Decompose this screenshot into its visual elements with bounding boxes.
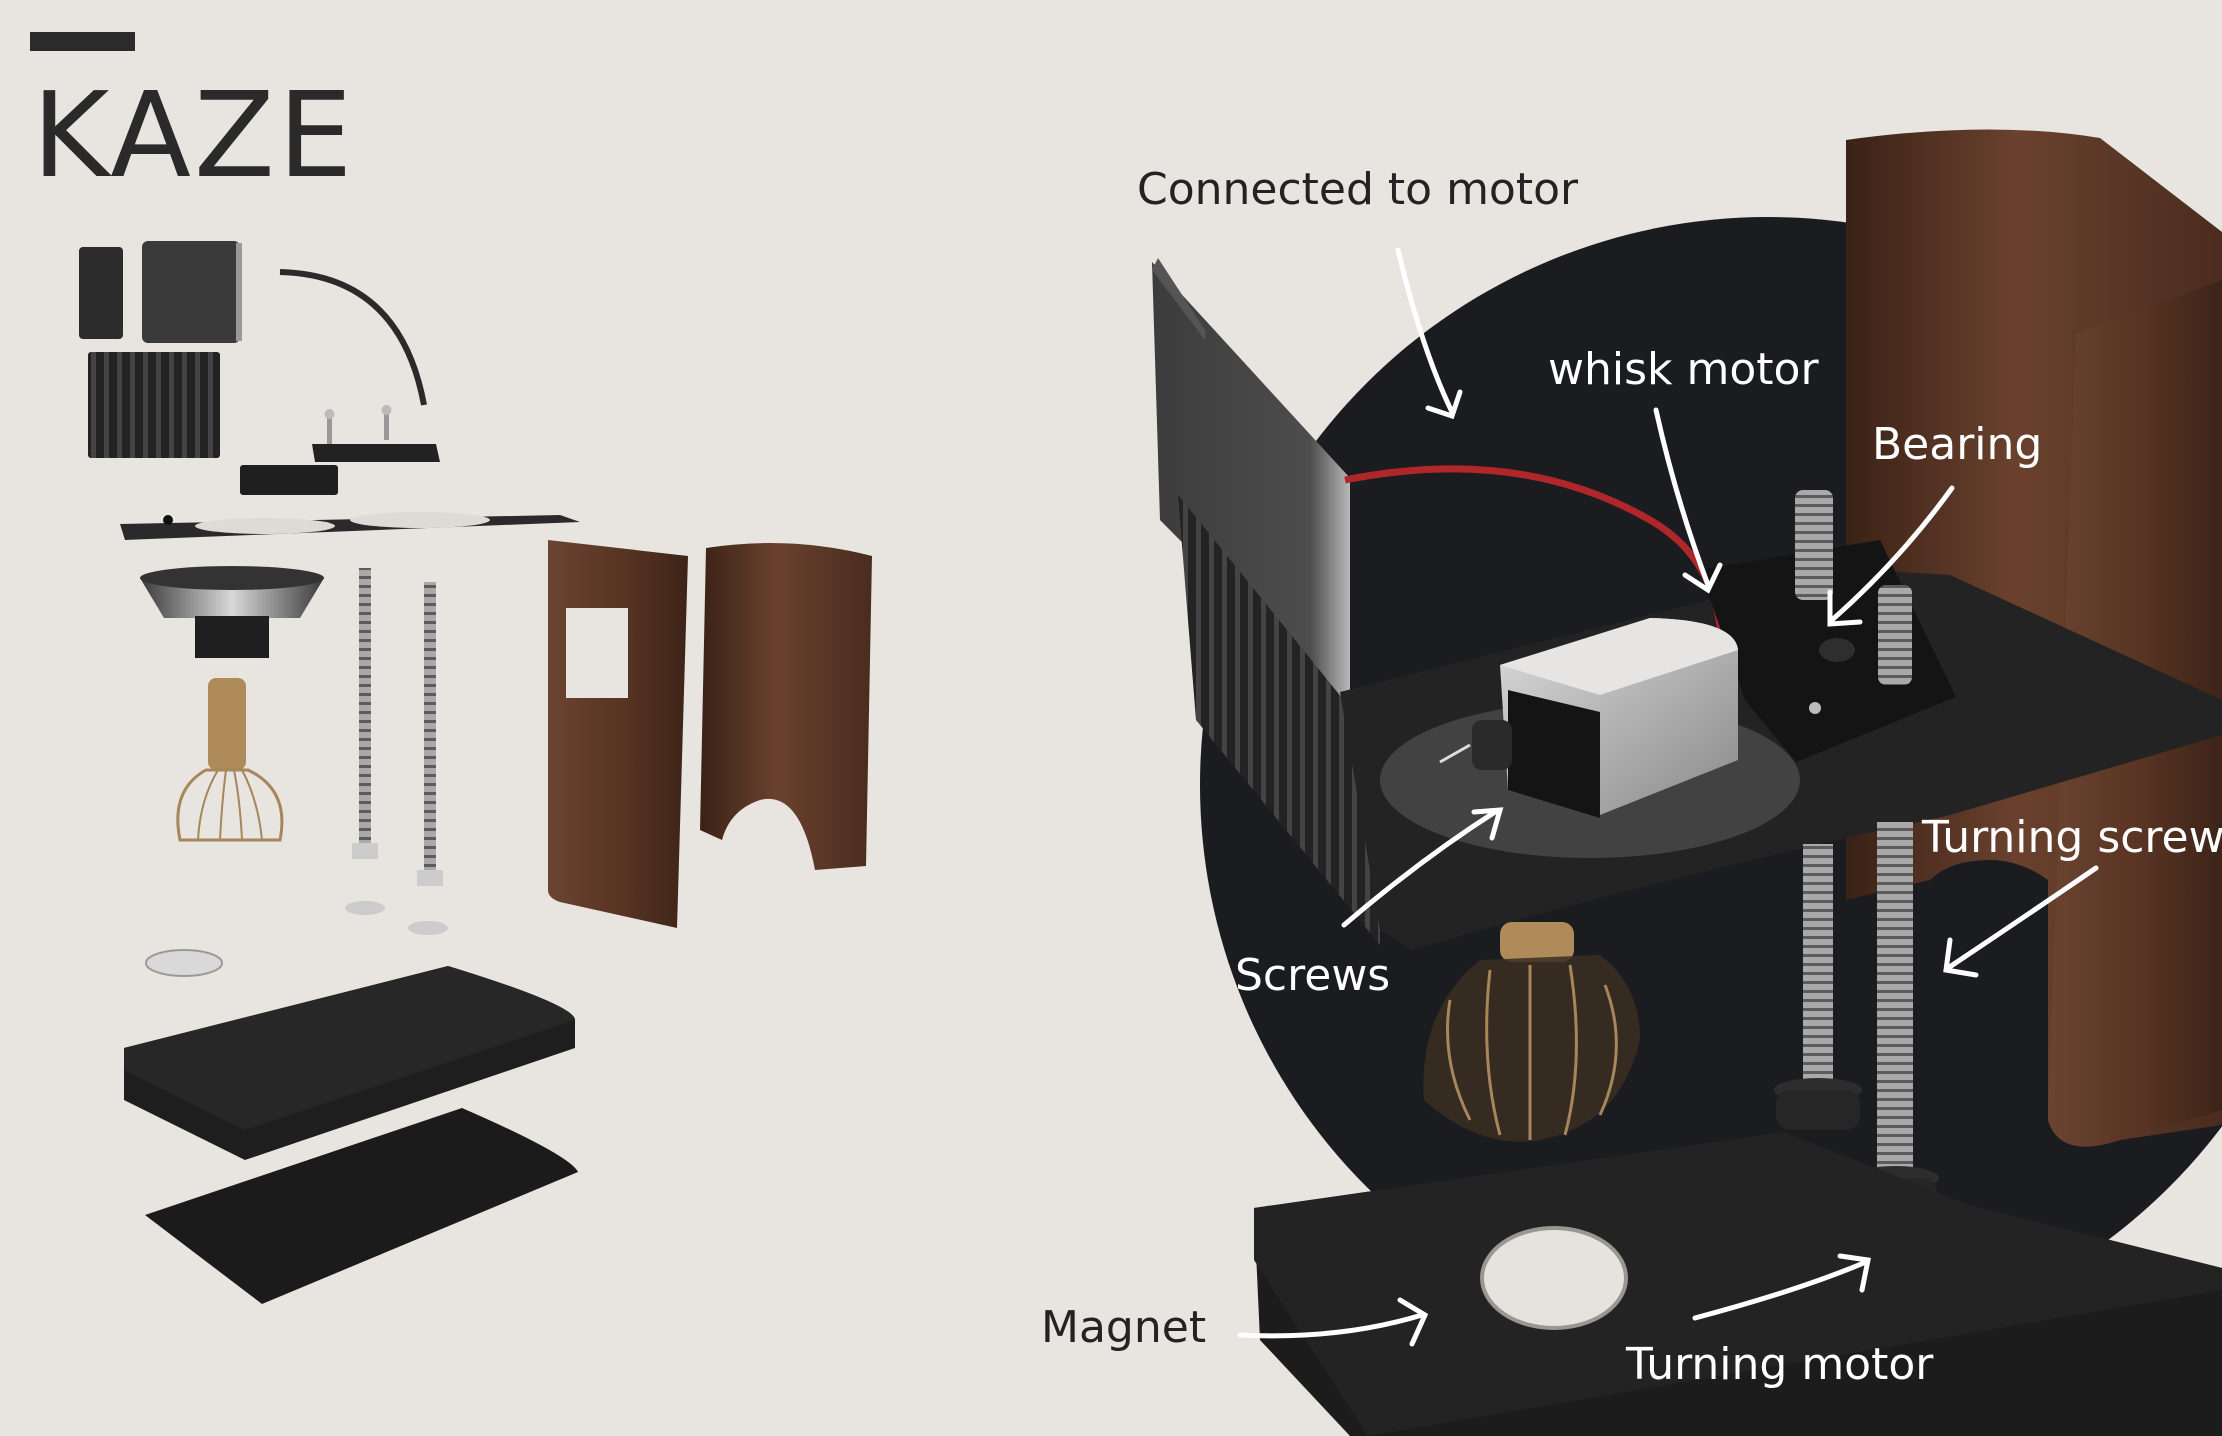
callout-magnet: Magnet	[1041, 1302, 1207, 1353]
arrow-connected-to-motor	[1395, 247, 1455, 415]
motor-part	[240, 465, 338, 495]
whisk	[1423, 922, 1640, 1142]
callout-bearing: Bearing	[1872, 419, 2043, 470]
arrow-turning-motor	[1692, 1259, 1869, 1321]
callout-arrows	[1341, 247, 2099, 1321]
display-assembly	[1152, 258, 1380, 945]
callout-turning-motor: Turning motor	[1626, 1339, 1934, 1390]
callout-connected-to-motor: Connected to motor	[1137, 164, 1579, 215]
threaded-rods-part	[345, 568, 448, 935]
cable-part	[279, 269, 427, 406]
callout-turning-screw: Turning screw	[1922, 812, 2222, 863]
arrow-turning-screw	[1945, 865, 2099, 971]
whisk-part	[176, 678, 284, 842]
mount-plate	[312, 444, 440, 462]
whisk-holder-part	[140, 566, 324, 658]
assembled-view	[1152, 129, 2222, 1436]
wood-panels	[548, 540, 872, 928]
base-plates	[124, 966, 578, 1304]
callout-whisk-motor: whisk motor	[1548, 344, 1819, 395]
arrow-whisk-motor	[1653, 407, 1711, 588]
magnet-part	[145, 949, 223, 977]
callout-screws: Screws	[1235, 950, 1391, 1001]
screws-part	[324, 405, 392, 444]
arrow-bearing	[1829, 485, 1955, 623]
arrow-screws	[1341, 809, 1498, 928]
title-accent-bar	[30, 32, 135, 51]
top-plate	[120, 515, 580, 540]
bearing-bolts	[1795, 490, 1912, 685]
whisk-motor	[1439, 618, 1738, 818]
page-title: KAZE	[32, 66, 356, 204]
magnet-disc	[1480, 1226, 1628, 1330]
display-module	[79, 241, 242, 458]
arrow-magnet	[1237, 1297, 1429, 1347]
exploded-view	[79, 241, 872, 1304]
